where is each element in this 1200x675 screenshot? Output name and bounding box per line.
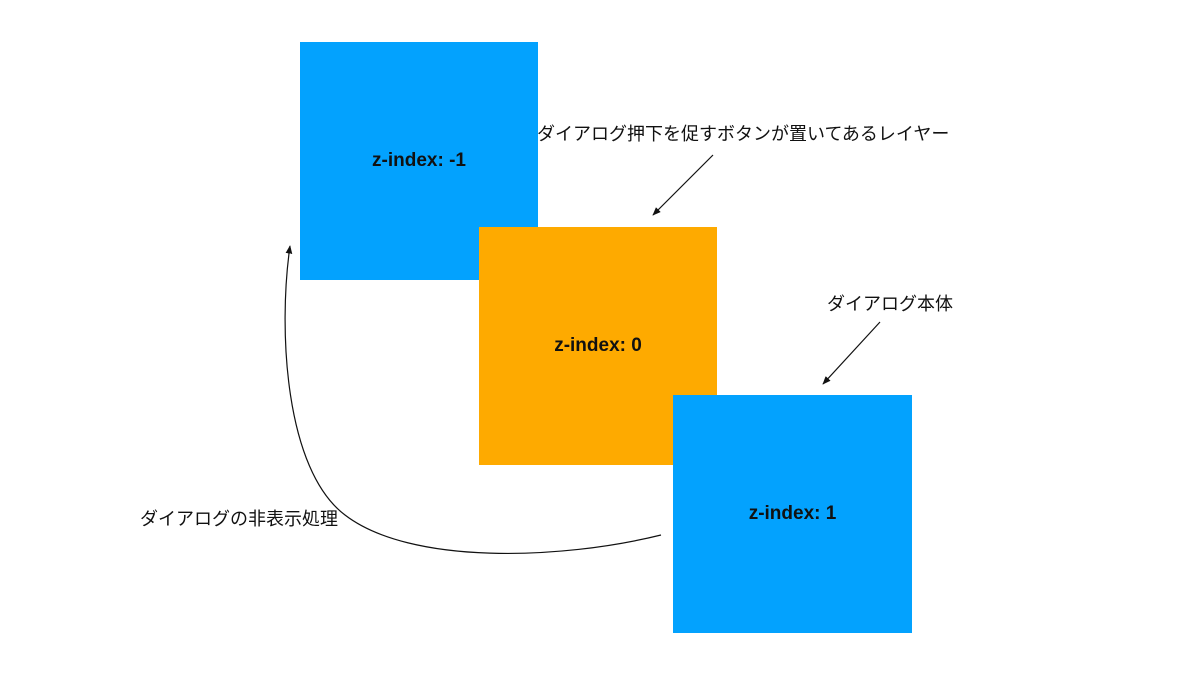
layer-label-z-0: z-index: 0 [554,335,642,356]
annotation-dialog-body: ダイアログ本体 [827,294,953,315]
layer-label-z-minus-1: z-index: -1 [372,150,466,171]
arrow-to-dialog-body [822,321,881,385]
arrow-to-button-layer [652,154,714,216]
layer-label-z-1: z-index: 1 [748,503,837,524]
annotation-button-layer: ダイアログ押下を促すボタンが置いてあるレイヤー [537,124,950,145]
annotation-hide-process: ダイアログの非表示処理 [140,509,338,530]
layer-box-z-1: z-index: 1 [673,395,912,633]
layer-box-z-minus-1: z-index: -1 [300,42,538,280]
